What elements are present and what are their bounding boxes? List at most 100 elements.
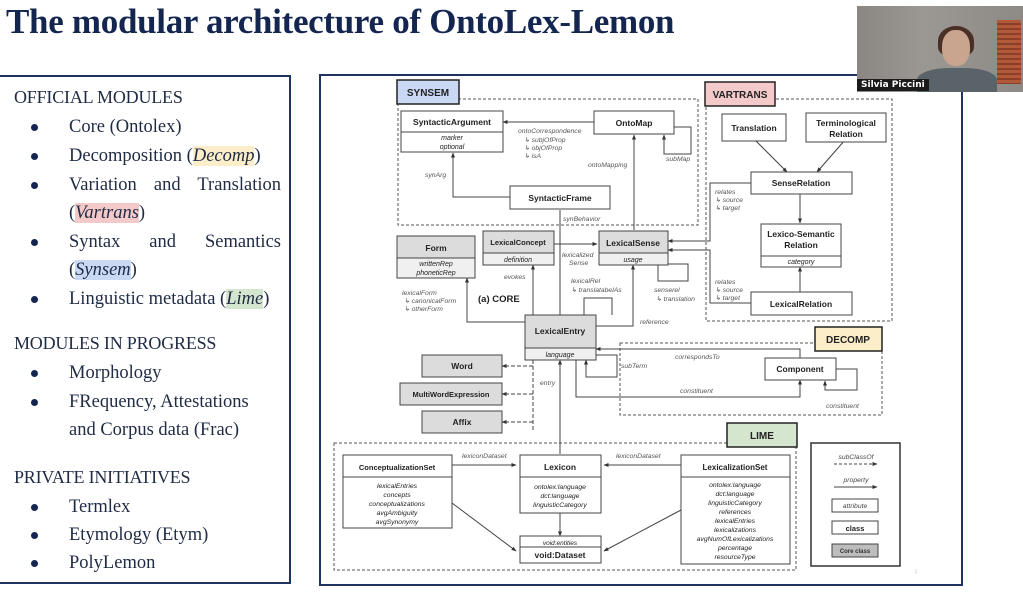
class-name: MultiWordExpression (413, 390, 490, 399)
class-name: SyntacticFrame (528, 193, 592, 203)
class-attr: avgNumOfLexicalizations (697, 536, 774, 543)
participant-video-tile[interactable]: Silvia Piccini (857, 6, 1023, 92)
class-name: LexicalRelation (770, 299, 832, 309)
class-syntactic-frame: SyntacticFrame (509, 185, 611, 210)
class-attr: resourceType (714, 554, 755, 561)
class-name: SenseRelation (772, 178, 831, 188)
class-name: LexicalizationSet (703, 463, 768, 472)
paren-open: ( (69, 203, 76, 223)
label-canonical-form: ↳ canonicalForm (404, 298, 456, 305)
class-name: void:Dataset (534, 550, 585, 560)
class-lexical-entry: LexicalEntry language (524, 314, 597, 361)
label-lexical-rel: lexicalRel (571, 278, 601, 285)
class-translation: Translation (721, 113, 787, 142)
lime-tag-box (726, 422, 798, 448)
label-sub-map: subMap (666, 156, 690, 163)
label-other-form: ↳ otherForm (404, 306, 443, 313)
module-core: Core (Ontolex) (69, 117, 182, 137)
lime-boundary (333, 442, 797, 571)
bullet-icon (31, 370, 38, 377)
class-attr: ontolex:language (534, 484, 586, 491)
lime-tag: Lime (226, 289, 264, 309)
class-name: LexicalConcept (490, 238, 546, 247)
class-attr: marker (441, 135, 463, 142)
vartrans-module-label: VARTRANS (713, 90, 768, 101)
class-attr: language (546, 352, 575, 359)
label-entry: entry (540, 380, 556, 387)
paren-close: ) (263, 289, 270, 309)
synsem-tag-box (396, 79, 460, 105)
bullet-icon (31, 124, 38, 131)
official-modules-heading: OFFICIAL MODULES (14, 87, 183, 107)
class-syntactic-argument: SyntacticArgument marker optional (400, 110, 504, 153)
synsem-boundary (397, 98, 699, 226)
label-sense: Sense (569, 260, 588, 267)
class-name: Terminological (816, 118, 876, 128)
class-attr: usage (623, 257, 642, 264)
module-synsem: Syntax and Semantics (Synsem) (69, 228, 281, 284)
initiative-termlex: Termlex (69, 497, 131, 517)
label-target-1: ↳ target (715, 205, 741, 212)
label-relates-2: relates (715, 279, 736, 286)
participant-body (917, 68, 997, 92)
vartrans-boundary (705, 98, 893, 322)
label-onto-correspondence: ontoCorrespondence (518, 128, 582, 135)
class-name: Affix (453, 417, 472, 427)
page-marker: I (915, 569, 917, 576)
class-lexicalization-set: LexicalizationSet ontolex:language dct:l… (680, 454, 791, 565)
label-constituent-1: constituent (680, 388, 714, 395)
bullet-icon (31, 399, 38, 406)
class-affix: Affix (421, 410, 503, 434)
bullet-icon (31, 153, 38, 160)
bullet-icon (31, 182, 38, 189)
initiative-etym: Etymology (Etym) (69, 525, 209, 545)
core-module-label: (a) CORE (478, 294, 520, 305)
class-name-line2: Relation (784, 240, 818, 250)
bullet-icon (31, 296, 38, 303)
label-lexical-form: lexicalForm (402, 290, 437, 297)
paren-close: ) (138, 203, 146, 223)
class-attr: linguisticCategory (533, 502, 587, 509)
legend-class: class (846, 524, 865, 533)
label-translatable-as: ↳ translatabelAs (571, 287, 622, 294)
module-lime-label: Linguistic metadata ( (69, 289, 227, 309)
module-decomp-label: Decomposition ( (69, 146, 193, 166)
module-synsem-label: Syntax and Semantics (69, 232, 281, 252)
label-syn-behavior: synBehavior (563, 216, 601, 223)
class-name-line2: Relation (829, 129, 863, 139)
private-initiatives-heading: PRIVATE INITIATIVES (14, 467, 191, 487)
decomp-module-label: DECOMP (826, 335, 870, 346)
window-blind (997, 20, 1021, 84)
class-attr: avgSynonymy (376, 519, 419, 526)
label-relates-1: relates (715, 189, 736, 196)
paren-open: ( (69, 260, 76, 280)
class-name: Word (451, 361, 473, 371)
module-frac-line1: FRequency, Attestations (69, 392, 249, 412)
label-syn-arg: synArg (425, 172, 446, 179)
bullet-icon (31, 504, 38, 511)
class-attr: linguisticCategory (708, 500, 762, 507)
class-multiword-expression: MultiWordExpression (399, 382, 503, 406)
class-name: Translation (731, 123, 776, 133)
decomp-tag-box (814, 326, 883, 352)
class-name: Lexicon (544, 462, 576, 472)
class-lexico-semantic-relation: Lexico-Semantic Relation category (760, 223, 842, 268)
class-attr: dct:language (716, 491, 755, 498)
decomp-tag: Decomp (192, 146, 255, 166)
class-attr: lexicalEntries (377, 483, 418, 490)
modules-in-progress-heading: MODULES IN PROGRESS (14, 333, 217, 353)
class-lexicon: Lexicon ontolex:language dct:language li… (519, 454, 602, 514)
class-lexical-sense: LexicalSense usage (598, 230, 669, 266)
class-lexical-relation: LexicalRelation (750, 291, 853, 316)
class-attr: writtenRep (419, 261, 453, 268)
class-attr: ontolex:language (709, 482, 761, 489)
legend-core-class: Core class (840, 549, 871, 555)
class-attr: definition (504, 257, 532, 264)
module-lime: Linguistic metadata (Lime) (69, 285, 269, 313)
class-attr: references (719, 509, 752, 516)
module-decomp: Decomposition (Decomp) (69, 142, 261, 170)
class-sense-relation: SenseRelation (750, 171, 853, 195)
class-attr: dct:language (541, 493, 580, 500)
class-attr: percentage (717, 545, 752, 552)
